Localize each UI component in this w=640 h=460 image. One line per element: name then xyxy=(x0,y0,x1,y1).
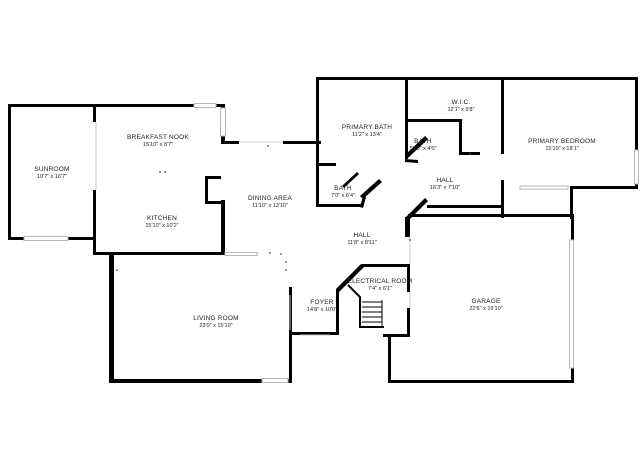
room-name-breakfast-nook: BREAKFAST NOOK xyxy=(127,134,189,141)
room-dims-kitchen: 15'10" x 10'2" xyxy=(145,223,178,229)
electrical-room-walls xyxy=(336,217,410,337)
dining-walls xyxy=(221,141,321,256)
room-name-sunroom: SUNROOM xyxy=(34,166,69,173)
sunroom-walls xyxy=(8,104,96,241)
room-dims-electrical-room: 7'4" x 6'1" xyxy=(368,286,392,292)
room-name-primary-bath: PRIMARY BATH xyxy=(342,124,393,131)
primary-suite-walls xyxy=(316,77,639,219)
room-name-hall-upper: HALL xyxy=(436,177,453,184)
room-labels: SUNROOM 10'7" x 16'7" BREAKFAST NOOK 15'… xyxy=(34,99,596,329)
room-name-living-room: LIVING ROOM xyxy=(193,315,239,322)
interior-lines xyxy=(239,141,411,308)
room-name-kitchen: KITCHEN xyxy=(147,215,177,222)
room-name-electrical-room: ELECTRICAL ROOM xyxy=(348,278,413,285)
room-name-garage: GARAGE xyxy=(471,298,500,305)
room-dims-garage: 22'6" x 19'10" xyxy=(469,306,502,312)
room-dims-primary-bedroom: 15'10" x 18'1" xyxy=(545,146,578,152)
room-name-hall: HALL xyxy=(353,232,370,239)
foyer-walls xyxy=(289,287,339,352)
room-name-foyer: FOYER xyxy=(310,299,333,306)
room-name-dining-area: DINING AREA xyxy=(248,195,293,202)
room-dims-sunroom: 10'7" x 16'7" xyxy=(37,174,67,180)
garage-walls xyxy=(388,214,574,383)
stairs xyxy=(347,284,384,328)
kitchen-walls xyxy=(93,103,226,255)
room-dims-primary-bath: 11'2" x 13'4" xyxy=(352,132,382,138)
room-name-bath: BATH xyxy=(334,185,352,192)
living-room-walls xyxy=(109,255,292,383)
room-dims-foyer: 14'8" x 10'0" xyxy=(307,307,337,313)
room-dims-breakfast-nook: 15'10" x 8'7" xyxy=(143,142,173,148)
bath-walls xyxy=(316,163,428,220)
room-dims-dining-area: 11'10" x 13'10" xyxy=(252,203,288,209)
room-dims-bath-small: 5'10" x 4'0" xyxy=(409,146,436,152)
room-dims-living-room: 23'0" x 15'10" xyxy=(199,323,232,329)
marker-dots xyxy=(116,145,471,271)
room-name-wic: W.I.C. xyxy=(452,99,471,106)
room-name-bath-small: BATH xyxy=(414,138,432,145)
room-dims-wic: 12'1" x 9'8" xyxy=(447,107,474,113)
room-dims-hall: 11'8" x 8'11" xyxy=(347,240,376,246)
room-dims-hall-upper: 16'3" x 7'10" xyxy=(430,185,460,191)
room-dims-bath: 7'0" x 6'4" xyxy=(331,193,355,199)
room-name-primary-bedroom: PRIMARY BEDROOM xyxy=(528,138,596,145)
